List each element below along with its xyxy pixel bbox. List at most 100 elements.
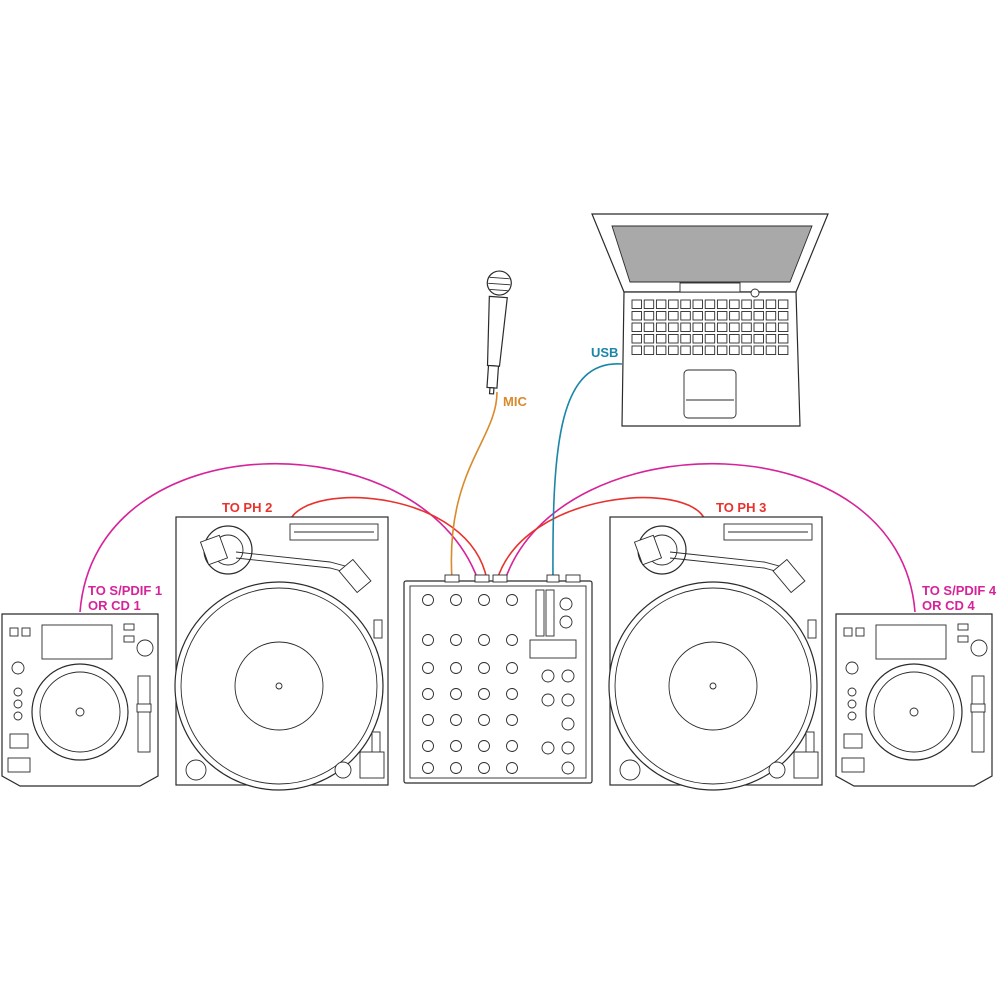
mixer-knob	[541, 741, 555, 755]
keyboard-key	[777, 322, 789, 332]
mixer-knob	[561, 717, 575, 731]
keyboard-key	[741, 345, 752, 355]
keyboard-key	[680, 322, 691, 332]
mixer-knob	[422, 740, 434, 752]
mixer-knob	[561, 693, 575, 707]
mixer-knob	[478, 688, 490, 700]
keyboard-key	[765, 334, 777, 344]
mixer-knob	[422, 762, 434, 774]
keyboard-key	[753, 334, 764, 344]
keyboard-key	[631, 299, 642, 309]
mixer-knob	[478, 740, 490, 752]
mixer-knobs	[422, 594, 575, 775]
mixer-knob	[506, 688, 518, 700]
keyboard-key	[668, 345, 679, 355]
keyboard-key	[729, 299, 740, 309]
keyboard-key	[753, 299, 764, 309]
cd1-cable	[79, 462, 479, 613]
keyboard-key	[643, 311, 655, 321]
mixer-knob	[559, 597, 573, 611]
microphone-icon	[486, 270, 512, 395]
keyboard-key	[741, 334, 752, 344]
laptop-icon	[591, 213, 829, 427]
keyboard-key	[643, 322, 655, 332]
keyboard-key	[680, 311, 691, 321]
cd-player-icon	[1, 613, 159, 787]
mixer-knob	[450, 662, 462, 674]
to-ph2-label: TO PH 2	[222, 500, 272, 515]
keyboard-key	[729, 311, 740, 321]
keyboard-key	[655, 322, 667, 332]
mixer-knob	[478, 634, 490, 646]
keyboard-key	[668, 322, 679, 332]
ph2-cable	[289, 496, 488, 581]
mixer-knob	[450, 594, 462, 606]
keyboard-key	[716, 299, 728, 309]
cd4-cable	[504, 462, 916, 613]
mixer-knob	[506, 662, 518, 674]
keyboard-key	[753, 311, 764, 321]
keyboard-key	[655, 334, 667, 344]
keyboard-key	[741, 299, 752, 309]
mixer-knob	[506, 714, 518, 726]
keyboard-key	[716, 311, 728, 321]
mixer-knob	[506, 740, 518, 752]
mixer-knob	[506, 634, 518, 646]
left-cd-label-line1: TO S/PDIF 1	[88, 583, 162, 598]
keyboard-key	[716, 334, 728, 344]
mixer-knob	[559, 615, 573, 629]
keyboard-key	[765, 299, 777, 309]
cd-player-icon	[835, 613, 993, 787]
keyboard-key	[631, 334, 642, 344]
keyboard-key	[680, 334, 691, 344]
mixer-knob	[541, 669, 555, 683]
mixer-knob	[422, 688, 434, 700]
keyboard-key	[753, 322, 764, 332]
mixer-knob	[450, 740, 462, 752]
keyboard-key	[668, 299, 679, 309]
keyboard-key	[680, 345, 691, 355]
keyboard-key	[655, 299, 667, 309]
cables	[79, 363, 916, 613]
mixer-knob	[561, 741, 575, 755]
mixer-knob	[478, 662, 490, 674]
keyboard-key	[704, 322, 716, 332]
mixer-knob	[450, 762, 462, 774]
mixer-icon	[403, 574, 593, 784]
mixer-knob	[422, 714, 434, 726]
right-cd-label-line2: OR CD 4	[922, 598, 976, 613]
keyboard-key	[643, 334, 655, 344]
keyboard-key	[716, 345, 728, 355]
mixer-knob	[422, 594, 434, 606]
usb-label: USB	[591, 345, 618, 360]
keyboard-key	[631, 345, 642, 355]
ph3-cable	[496, 496, 706, 581]
keyboard-key	[729, 345, 740, 355]
turntable-icon	[174, 516, 389, 791]
keyboard-key	[765, 311, 777, 321]
keyboard-key	[729, 334, 740, 344]
keyboard-key	[692, 311, 703, 321]
keyboard-key	[716, 322, 728, 332]
keyboard-key	[741, 322, 752, 332]
mixer-knob	[450, 714, 462, 726]
mic-label: MIC	[503, 394, 527, 409]
keyboard-key	[631, 311, 642, 321]
mixer-knob	[506, 594, 518, 606]
mixer-knob	[422, 662, 434, 674]
turntable-icon	[608, 516, 823, 791]
keyboard-key	[668, 334, 679, 344]
usb-cable	[552, 363, 623, 581]
keyboard	[631, 299, 789, 355]
keyboard-key	[777, 334, 789, 344]
mixer-knob	[450, 688, 462, 700]
mic-cable	[450, 391, 498, 581]
mixer-knob	[478, 714, 490, 726]
keyboard-key	[655, 345, 667, 355]
keyboard-key	[692, 322, 703, 332]
keyboard-key	[668, 311, 679, 321]
keyboard-key	[765, 322, 777, 332]
keyboard-key	[643, 345, 655, 355]
keyboard-key	[753, 345, 764, 355]
